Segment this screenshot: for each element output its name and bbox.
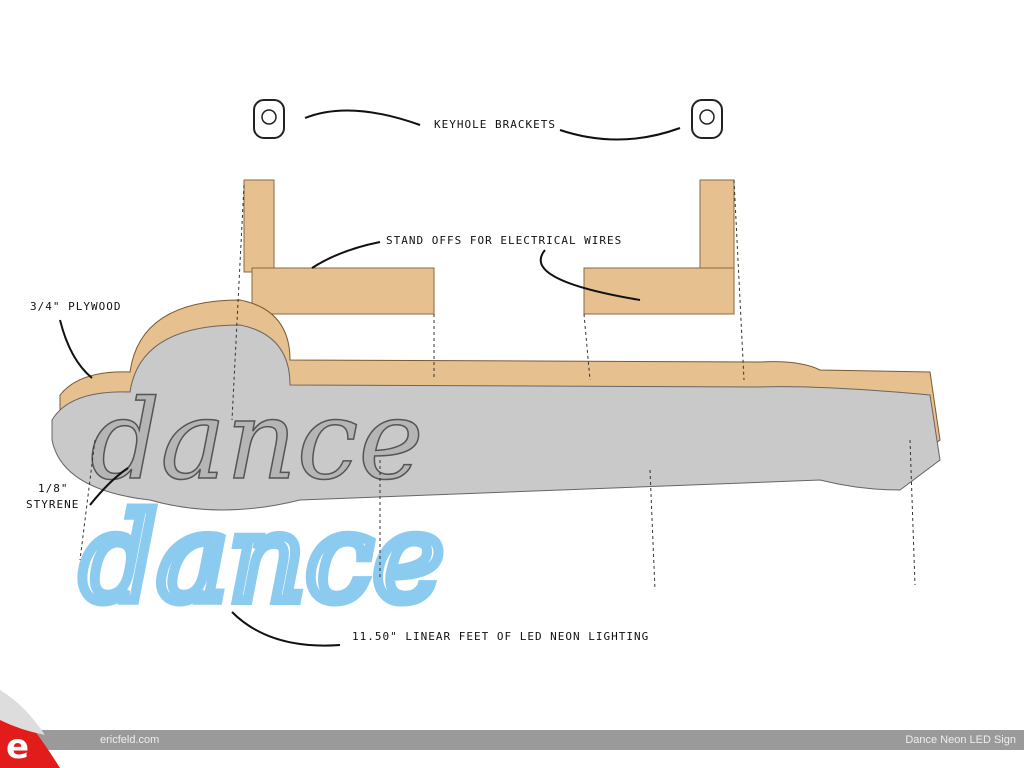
standoff-right bbox=[583, 179, 735, 315]
keyhole-bracket-left bbox=[253, 99, 285, 139]
face-letters: dance bbox=[90, 376, 424, 504]
label-neon-lighting: 11.50" linear feet of LED neon lighting bbox=[352, 630, 650, 643]
styrene-face bbox=[51, 324, 941, 511]
label-styrene: Styrene bbox=[26, 498, 80, 511]
footer-title: Dance Neon LED Sign bbox=[905, 734, 1016, 746]
annotation-arrows bbox=[59, 109, 681, 647]
label-plywood: 3/4" Plywood bbox=[30, 300, 122, 313]
neon-tube-letters: dance bbox=[80, 490, 444, 629]
footer-site[interactable]: ericfeld.com bbox=[100, 734, 160, 746]
footer-bar: ericfeld.com Dance Neon LED Sign bbox=[0, 730, 1024, 750]
label-keyhole-brackets: Keyhole Brackets bbox=[434, 118, 556, 131]
projection-lines bbox=[79, 179, 916, 591]
standoff-left bbox=[243, 179, 435, 315]
ericfeld-logo: e bbox=[0, 690, 60, 768]
label-standoffs: Stand offs for electrical wires bbox=[386, 234, 623, 247]
keyhole-bracket-right bbox=[691, 99, 723, 139]
svg-text:e: e bbox=[6, 727, 29, 767]
label-styrene-size: 1/8" bbox=[38, 482, 69, 495]
